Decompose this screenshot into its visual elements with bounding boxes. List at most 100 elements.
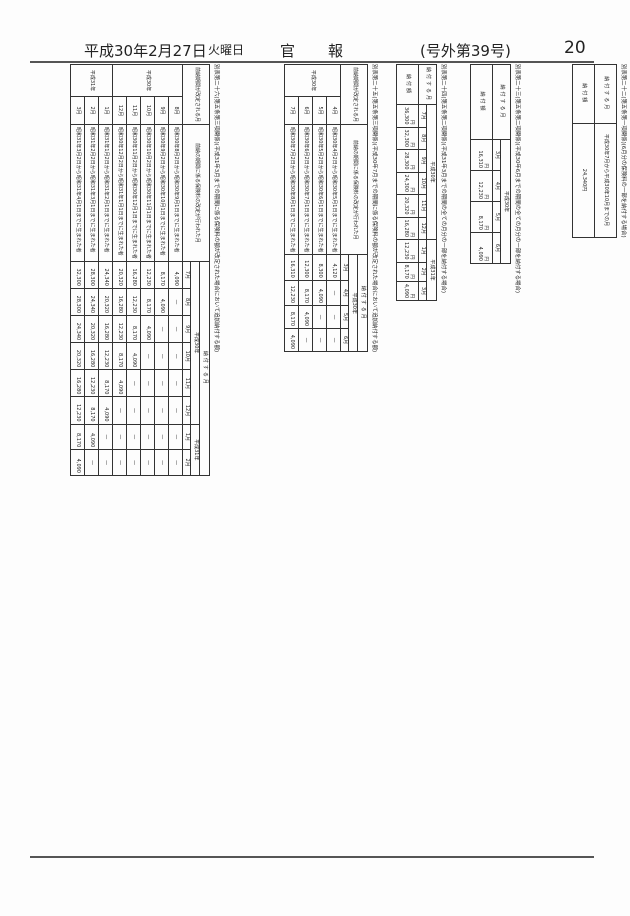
month-header: 8月 xyxy=(182,288,191,316)
month-header: 10月 xyxy=(182,342,191,370)
table-row: 3月 昭和31年3月2日から昭和31年4月1日までに生まれた者 32,300 2… xyxy=(70,65,85,476)
value-cell: 4,090 xyxy=(312,280,327,306)
value-cell: — xyxy=(126,449,141,476)
row-label: 8月 xyxy=(168,96,183,125)
month-header: 1月 xyxy=(182,424,191,450)
value-cell: — xyxy=(112,424,127,450)
value-cell: 4,090 xyxy=(126,342,141,370)
month-header: 2月 xyxy=(182,449,191,476)
value-cell: 4,090 xyxy=(284,328,299,352)
row-label-amount: 納付額 xyxy=(470,64,493,140)
col-label-month: 納付する月 xyxy=(594,64,617,123)
value-cell: — xyxy=(98,449,113,476)
row-year: 平成30年 xyxy=(284,64,341,97)
value-cell: — xyxy=(168,288,183,316)
value-cell: — xyxy=(140,449,155,476)
row-desc: 昭和30年11月2日から昭和30年12月1日までに生まれた者 xyxy=(126,124,141,262)
value-cell: — xyxy=(154,342,169,370)
month-header: 1月 xyxy=(418,239,427,263)
table-25-block: 別表第二十五(第五条第三項関係)(平成30年7月までの期間に係る保険料の額が改定… xyxy=(284,64,377,353)
value-cell: 8,170 xyxy=(70,424,85,450)
table-row: 12月 昭和30年12月2日から昭和31年1月1日までに生まれた者 20,320… xyxy=(112,65,127,476)
table-22: 納付する月 平成30年7月から平成30年10月までの月 納付額 24,340円 xyxy=(572,64,618,238)
month-header: 3月 xyxy=(492,139,501,171)
value-cell: 24,340 xyxy=(84,288,99,316)
table-25: 前納期間が改定される月 前納の期間に係る保険料の改定が行われた月 納付する月 平… xyxy=(284,64,369,353)
value-cell: — xyxy=(326,280,341,306)
table-row: 10月 昭和30年10月2日から昭和30年11月1日までに生まれた者 12,23… xyxy=(140,65,155,476)
value-cell: — xyxy=(126,396,141,425)
value-cell: 8,170 xyxy=(84,396,99,425)
table-row: 11月 昭和30年11月2日から昭和30年12月1日までに生まれた者 16,28… xyxy=(126,65,141,476)
year-label: 平成30年 xyxy=(348,254,358,352)
month-header: 6月 xyxy=(340,328,349,352)
row-label: 1月 xyxy=(98,96,113,125)
value-cell: — xyxy=(326,328,341,352)
table-caption: 別表第二十四(第五条第二項関係)(平成31年3月までの期間の全ての月分の一部を納… xyxy=(440,64,446,293)
month-header: 9月 xyxy=(182,315,191,343)
row-desc: 昭和30年7月2日から昭和30年8月1日までに生まれた者 xyxy=(284,124,299,255)
value-cell: — xyxy=(112,396,127,425)
row-label-month: 納付する月 xyxy=(418,64,437,105)
value-cell: 4,090 xyxy=(98,396,113,425)
header-rule xyxy=(30,61,594,63)
col-label-amount: 納付額 xyxy=(572,64,595,123)
table-23-block: 別表第二十三(第五条第二項関係)(平成30年6月までの期間の全ての月分の一部を納… xyxy=(470,64,520,293)
value-cell: 20,320 xyxy=(84,315,99,343)
table-caption: 別表第二十六(第五条第三項関係)(平成31年3月までの期間に係る保険料の額が改定… xyxy=(213,64,219,353)
row-desc: 昭和30年8月2日から昭和30年9月1日までに生まれた者 xyxy=(168,124,183,262)
table-row: 7月 昭和30年7月2日から昭和30年8月1日までに生まれた者 16,310 1… xyxy=(284,65,299,352)
value-cell: 8,170 xyxy=(298,280,313,306)
value-cell: — xyxy=(326,305,341,329)
value-cell: — xyxy=(154,315,169,343)
value-cell: — xyxy=(140,424,155,450)
value-cell: 28,300 xyxy=(70,288,85,316)
value-cell: — xyxy=(298,328,313,352)
table-26: 前納期間が改定される月 前納の期間に係る保険料の改定が行われた月 納付する月 平… xyxy=(70,64,211,476)
value-cell: — xyxy=(126,424,141,450)
month-header: 2月 xyxy=(418,262,427,282)
value-cell: 16,280 xyxy=(126,261,141,289)
value-cell: — xyxy=(168,449,183,476)
row-label-amount: 納付額 xyxy=(396,64,419,105)
month-header: 5月 xyxy=(492,201,501,233)
month-header: 3月 xyxy=(340,254,349,281)
value-cell: 8,170 xyxy=(98,369,113,397)
value-cell: — xyxy=(168,342,183,370)
value-cell: 8,170 xyxy=(126,315,141,343)
row-desc: 昭和31年1月2日から昭和31年2月1日までに生まれた者 xyxy=(98,124,113,262)
row-desc: 昭和30年4月2日から昭和30年5月1日までに生まれた者 xyxy=(326,124,341,255)
value-cell: — xyxy=(154,424,169,450)
value-cell: — xyxy=(312,305,327,329)
row-label: 11月 xyxy=(126,96,141,125)
gazette-header: 平成30年2月27日 火曜日 官 報 (号外第39号) 20 xyxy=(30,38,594,60)
month-header: 6月 xyxy=(492,232,501,264)
year-label: 平成30年 xyxy=(500,139,511,264)
row-label: 9月 xyxy=(154,96,169,125)
month-header: 4月 xyxy=(492,170,501,202)
month-header: 11月 xyxy=(182,369,191,397)
value-cell: 12,230 xyxy=(126,288,141,316)
value-cell: — xyxy=(168,369,183,397)
month-header: 11月 xyxy=(418,194,427,218)
value-cell: 20,320 xyxy=(98,288,113,316)
table-row: 平成30年 4月 昭和30年4月2日から昭和30年5月1日までに生まれた者 4,… xyxy=(284,64,341,352)
head-pay-month: 納付する月 xyxy=(357,254,368,352)
head-left: 前納期間が改定される月 xyxy=(340,64,368,125)
value-cell: 12,230 xyxy=(284,280,299,306)
head-pay-month: 納付する月 xyxy=(199,261,210,476)
value-cell: 4,090 xyxy=(168,261,183,289)
value-cell: — xyxy=(98,424,113,450)
value-cell: 12,230 xyxy=(140,261,155,289)
gazette-title-left: 官 xyxy=(280,42,296,60)
row-label: 3月 xyxy=(70,96,85,125)
value-cell: 24,340 xyxy=(98,261,113,289)
